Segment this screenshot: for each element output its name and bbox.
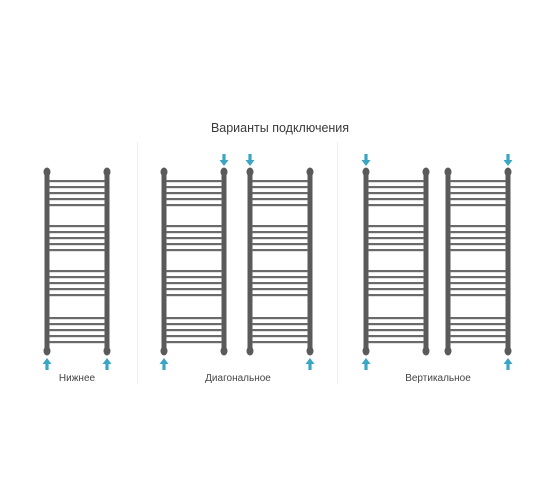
towel-rail-vertical-2 xyxy=(444,167,512,356)
towel-rail-diagonal-1 xyxy=(160,167,228,356)
arrow-up-icon xyxy=(361,358,371,370)
divider-left xyxy=(137,142,138,384)
label-bottom: Нижнее xyxy=(58,373,96,384)
arrow-down-icon xyxy=(245,154,255,166)
arrow-down-icon xyxy=(361,154,371,166)
arrow-up-icon xyxy=(305,358,315,370)
arrow-up-icon xyxy=(159,358,169,370)
label-diagonal: Диагональное xyxy=(205,373,271,384)
arrow-up-icon xyxy=(42,358,52,370)
divider-right xyxy=(337,142,338,384)
arrow-down-icon xyxy=(503,154,513,166)
label-vertical: Вертикальное xyxy=(405,373,471,384)
arrow-up-icon xyxy=(503,358,513,370)
arrow-up-icon xyxy=(102,358,112,370)
arrow-down-icon xyxy=(219,154,229,166)
towel-rail-vertical-1 xyxy=(362,167,430,356)
diagram-title: Варианты подключения xyxy=(210,121,350,135)
towel-rail-bottom xyxy=(43,167,111,356)
towel-rail-diagonal-2 xyxy=(246,167,314,356)
